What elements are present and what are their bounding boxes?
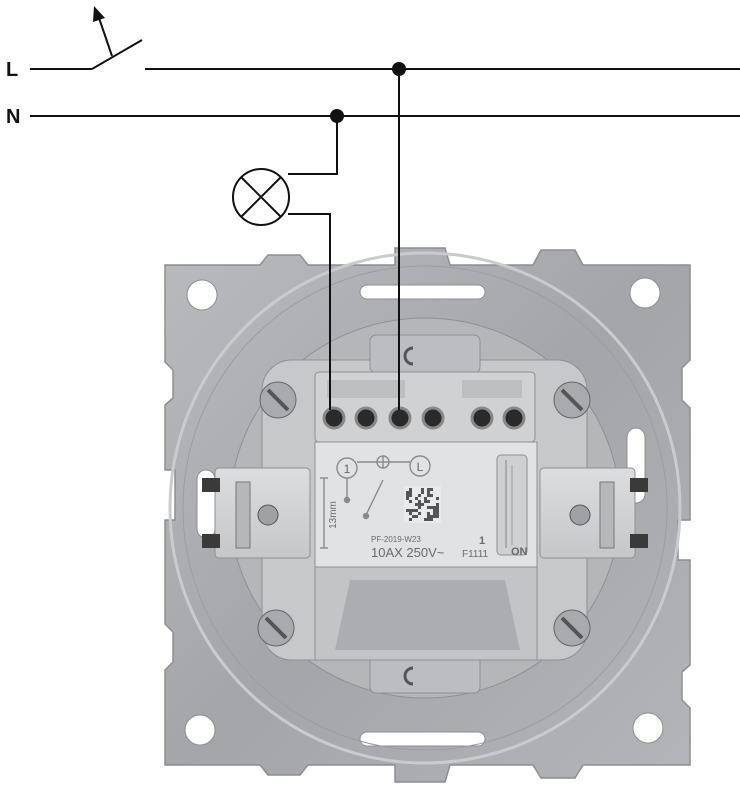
qr-module: [409, 512, 412, 515]
qr-module: [436, 503, 439, 506]
on-label: ON: [511, 546, 528, 558]
plate-screw-hole-top-right: [629, 277, 661, 309]
terminal-label-1: 1: [344, 462, 351, 476]
plate-screw-hole-bottom-right: [632, 712, 664, 744]
qr-module: [418, 512, 421, 515]
terminal-holes: [322, 406, 526, 430]
side-claw-left: [202, 467, 311, 559]
qr-module: [409, 518, 412, 521]
terminal-label-L: L: [417, 460, 424, 474]
qr-module: [406, 509, 409, 512]
qr-module: [436, 497, 439, 500]
lamp-to-terminal-wire: [288, 213, 331, 410]
qr-module: [406, 497, 409, 500]
qr-module: [427, 512, 430, 515]
qr-module: [415, 509, 418, 512]
qr-module: [436, 509, 439, 512]
qr-module: [430, 494, 433, 497]
terminal-hole: [470, 406, 494, 430]
plate-screw-hole-bottom-left: [184, 714, 216, 746]
qr-module: [421, 503, 424, 506]
qr-module: [415, 497, 418, 500]
bottom-clip: [369, 654, 481, 694]
qr-module: [433, 509, 436, 512]
qr-module: [418, 506, 421, 509]
switch-mechanism: 1 L 13mm PF-2019-W23 10AX 250V~ 1 F1111 …: [202, 317, 648, 699]
terminal-hole: [322, 406, 346, 430]
model-code: F1111: [462, 549, 489, 560]
neutral-junction-dot: [330, 109, 344, 123]
qr-module: [415, 503, 418, 506]
terminal-L-symbol: [409, 455, 431, 477]
qr-module: [418, 494, 421, 497]
qr-module: [427, 500, 430, 503]
qr-module: [436, 506, 439, 509]
wiring: [30, 39, 740, 410]
printed-schematic: [320, 455, 513, 549]
qr-module: [430, 518, 433, 521]
switch-arrow-icon: [93, 6, 113, 57]
lamp-icon: [232, 168, 290, 226]
qr-module: [433, 506, 436, 509]
plate-slot-top: [359, 284, 486, 300]
qr-module: [433, 515, 436, 518]
qr-module: [412, 515, 415, 518]
circuit-mark: 1: [479, 535, 485, 547]
qr-module: [421, 491, 424, 494]
qr-module: [409, 509, 412, 512]
terminal-hole: [421, 406, 445, 430]
terminal-hole: [388, 406, 412, 430]
line-label: L: [6, 59, 18, 81]
top-clip: [369, 334, 481, 374]
qr-module: [427, 515, 430, 518]
neutral-to-lamp-wire: [288, 116, 338, 175]
claw-screw-top-left: [259, 381, 297, 419]
claw-screw-top-right: [553, 381, 591, 419]
qr-module: [424, 518, 427, 521]
claw-screw-bottom-right: [553, 609, 591, 647]
terminal-hole: [502, 406, 526, 430]
qr-module: [424, 500, 427, 503]
qr-module: [427, 518, 430, 521]
qr-module: [412, 509, 415, 512]
plate-ring: [168, 251, 682, 765]
qr-module: [430, 506, 433, 509]
qr-module: [430, 515, 433, 518]
strip-length-label: 13mm: [328, 501, 339, 529]
qr-module: [436, 515, 439, 518]
side-claw-right: [539, 467, 648, 559]
qr-code: [404, 486, 441, 523]
qr-module: [409, 500, 412, 503]
claw-screw-bottom-left: [257, 609, 295, 647]
qr-module: [415, 515, 418, 518]
qr-module: [409, 491, 412, 494]
line-junction-dot: [392, 62, 406, 76]
qr-module: [427, 488, 430, 491]
qr-module: [427, 506, 430, 509]
qr-module: [436, 512, 439, 515]
qr-module: [409, 494, 412, 497]
qr-module: [418, 503, 421, 506]
qr-module: [427, 491, 430, 494]
qr-module: [424, 497, 427, 500]
plate-slot-bottom: [359, 731, 486, 747]
qr-module: [406, 494, 409, 497]
qr-module: [406, 491, 409, 494]
rating-label: 10AX 250V~: [371, 545, 445, 560]
terminal-hole: [354, 406, 378, 430]
external-switch-contact: [91, 39, 143, 70]
qr-module: [433, 512, 436, 515]
qr-module: [430, 488, 433, 491]
neutral-label: N: [6, 106, 20, 128]
qr-module: [409, 488, 412, 491]
plate-screw-hole-top-left: [186, 279, 218, 311]
qr-module: [427, 494, 430, 497]
qr-module: [421, 488, 424, 491]
part-number: PF-2019-W23: [371, 535, 421, 544]
qr-module: [418, 500, 421, 503]
